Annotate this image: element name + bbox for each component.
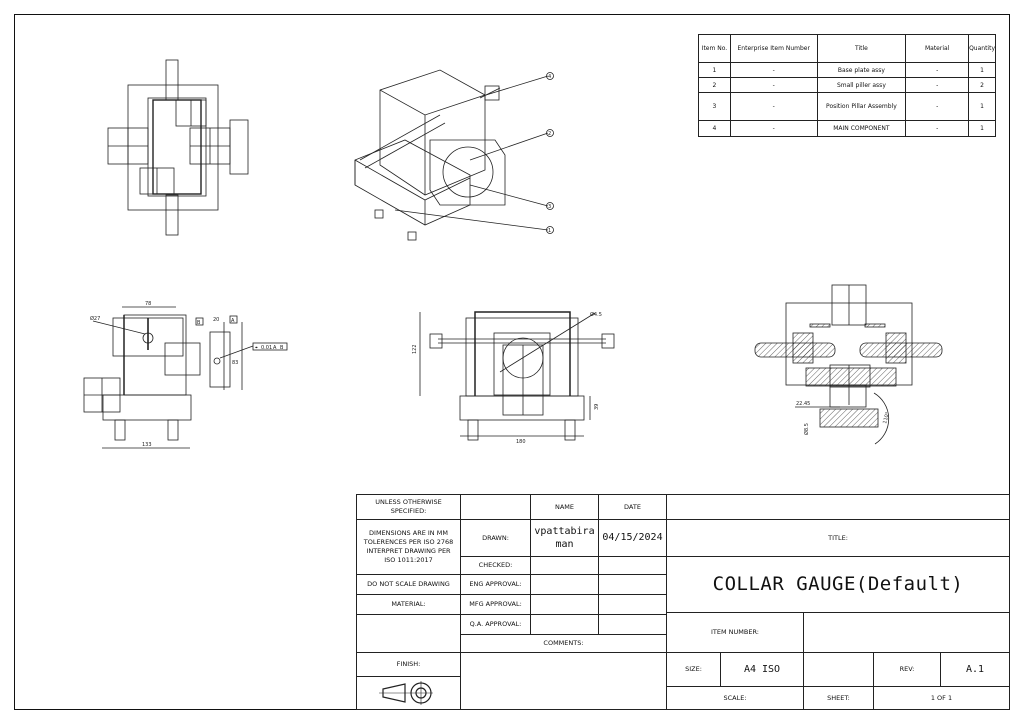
- cell: 4: [698, 120, 731, 137]
- dim-section-length: 22.45: [796, 401, 810, 407]
- dim-front-width: 180: [516, 439, 526, 445]
- qa-approval-label: Q.A. APPROVAL:: [460, 614, 531, 635]
- size-value: A4 ISO: [720, 652, 804, 687]
- comments-area: [460, 652, 667, 710]
- sheet-label: SHEET:: [803, 686, 874, 710]
- cell: 1: [968, 120, 996, 137]
- datum-b: B: [197, 320, 201, 326]
- material-label: MATERIAL:: [356, 594, 461, 615]
- bom-header-item-no: Item No.: [698, 34, 731, 63]
- rev-label: REV:: [873, 652, 941, 687]
- dim-section-dia: Ø8.5: [803, 423, 810, 435]
- mfg-approval-label: MFG APPROVAL:: [460, 594, 531, 615]
- dim-side-offset: 20: [213, 317, 219, 323]
- drawing-title: COLLAR GAUGE(Default): [666, 556, 1010, 613]
- sheet-value: 1 OF 1: [873, 686, 1010, 710]
- balloons: [546, 72, 554, 234]
- date-header: DATE: [598, 494, 667, 520]
- material-value: [356, 614, 461, 653]
- cell: -: [905, 92, 970, 121]
- section-dimensions: 22.45 Ø8.5 110°: [796, 401, 891, 435]
- front-dimensions: 122 Ø4.5 39 180: [412, 311, 602, 445]
- checked-label: CHECKED:: [460, 556, 531, 575]
- fcf-datum-b: B: [280, 345, 284, 351]
- dim-side-width: 78: [145, 301, 151, 307]
- dim-front-height: 122: [412, 344, 418, 354]
- bom-header-enterprise: Enterprise Item Number: [729, 34, 818, 63]
- qa-date: [598, 614, 667, 635]
- mfg-name: [530, 594, 599, 615]
- bom-header: Item No. Enterprise Item Number Title Ma…: [698, 34, 996, 63]
- title-top-blank: [666, 494, 1010, 520]
- mfg-date: [598, 594, 667, 615]
- dim-side-base: 133: [142, 442, 152, 448]
- balloon-1: 1: [548, 228, 551, 234]
- fcf-datum-a: A: [273, 345, 277, 351]
- front-view: [419, 311, 615, 441]
- drawn-label: DRAWN:: [460, 519, 531, 557]
- unless-specified: UNLESS OTHERWISE SPECIFIED:: [356, 494, 461, 520]
- isometric-view: [354, 69, 549, 241]
- drawn-name: vpattabiraman: [530, 519, 599, 557]
- table-row: 1-Base plate assy-1: [698, 62, 996, 78]
- drawn-date: 04/15/2024: [598, 519, 667, 557]
- dim-front-dia: Ø4.5: [590, 311, 602, 318]
- eng-date: [598, 574, 667, 595]
- item-number-value: [803, 612, 1010, 653]
- title-label: TITLE:: [666, 519, 1010, 557]
- side-dimensions: 78 Ø27 20 83 133 B A ⌖ 0.01 A B: [90, 301, 284, 448]
- top-view: [107, 59, 249, 236]
- checked-name: [530, 556, 599, 575]
- cell: 1: [968, 92, 996, 121]
- cell: 3: [698, 92, 731, 121]
- dimensions-note: DIMENSIONS ARE IN MM TOLERENCES PER ISO …: [356, 519, 461, 575]
- balloon-3: 3: [548, 204, 551, 210]
- balloon-2: 2: [548, 131, 551, 137]
- datum-a: A: [231, 318, 235, 324]
- dim-side-height: 83: [232, 360, 238, 366]
- eng-approval-label: ENG APPROVAL:: [460, 574, 531, 595]
- projection-symbol-icon: [356, 676, 461, 710]
- table-row: 4-MAIN COMPONENT-1: [698, 120, 996, 137]
- rev-value: A.1: [940, 652, 1010, 687]
- item-number-label: ITEM NUMBER:: [666, 612, 804, 653]
- name-header: NAME: [530, 494, 599, 520]
- bill-of-materials: Item No. Enterprise Item Number Title Ma…: [698, 34, 996, 137]
- dim-side-hole: Ø27: [90, 315, 100, 322]
- size-label: SIZE:: [666, 652, 721, 687]
- section-view: [754, 284, 943, 445]
- size-blank: [803, 652, 874, 687]
- qa-name: [530, 614, 599, 635]
- blank-cell: [460, 494, 531, 520]
- dim-front-base-height: 39: [594, 404, 600, 410]
- side-view: [83, 306, 288, 449]
- scale-label: SCALE:: [666, 686, 804, 710]
- table-row: 3-Position Pillar Assembly-1: [698, 92, 996, 121]
- fcf-tolerance: 0.01: [261, 345, 272, 351]
- finish-label: FINISH:: [356, 652, 461, 677]
- balloon-4: 4: [548, 74, 551, 80]
- comments-label: COMMENTS:: [460, 634, 667, 653]
- fcf-symbol: ⌖: [255, 345, 258, 351]
- dim-section-angle: 110°: [882, 411, 891, 425]
- checked-date: [598, 556, 667, 575]
- bom-header-quantity: Quantity: [968, 34, 996, 63]
- eng-name: [530, 574, 599, 595]
- cell: MAIN COMPONENT: [816, 120, 907, 137]
- do-not-scale: DO NOT SCALE DRAWING: [356, 574, 461, 595]
